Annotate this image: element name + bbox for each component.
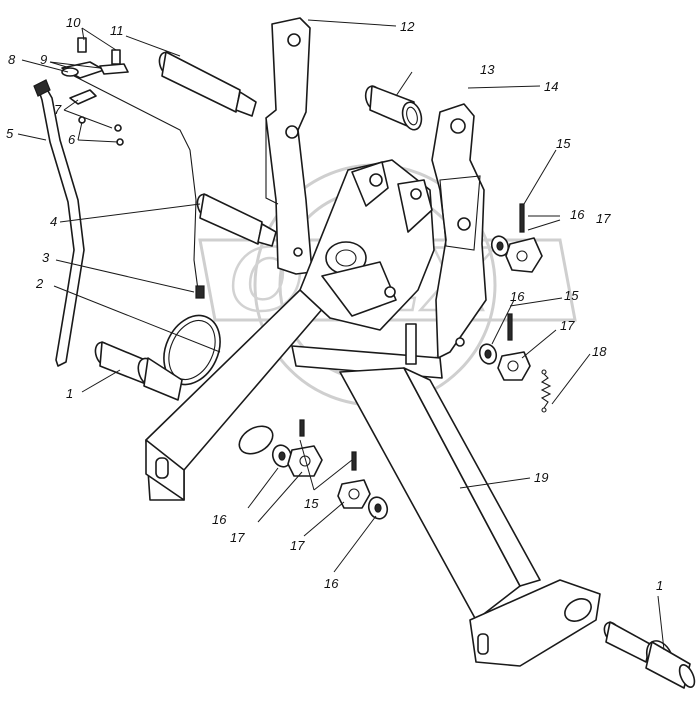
callout-2: 2	[35, 276, 44, 291]
part-rod	[33, 79, 85, 367]
callout-labels: 1 1 2 3 4 5 6 7 8 9 10 11 12 13 14 15 15…	[6, 15, 663, 593]
callout-16-left: 16	[212, 512, 227, 527]
callout-19: 19	[534, 470, 548, 485]
callout-13: 13	[480, 62, 495, 77]
callout-17-mid: 17	[560, 318, 575, 333]
callout-16-top: 16	[570, 207, 585, 222]
part-plate-left	[265, 17, 313, 275]
callout-18: 18	[592, 344, 607, 359]
part-pin-right	[603, 621, 696, 689]
callout-15-top: 15	[556, 136, 571, 151]
callout-8: 8	[8, 52, 16, 67]
part-plate-right	[431, 103, 487, 359]
part-washer-nut-upper	[490, 203, 543, 273]
callout-17-top: 17	[596, 211, 611, 226]
part-spring	[540, 369, 552, 413]
callout-14: 14	[544, 79, 558, 94]
callout-6: 6	[68, 132, 76, 147]
callout-16-mid: 16	[510, 289, 525, 304]
callout-15-mid: 15	[564, 288, 579, 303]
callout-11: 11	[110, 23, 124, 38]
part-pin-upper	[158, 51, 257, 117]
part-pin-left	[94, 341, 183, 401]
part-washer-nut-lower	[478, 313, 531, 381]
callout-17-bottom: 17	[290, 538, 305, 553]
part-small-hardware	[61, 37, 199, 291]
callout-4: 4	[50, 214, 57, 229]
callout-16-bottom: 16	[324, 576, 339, 591]
callout-3: 3	[42, 250, 50, 265]
callout-5: 5	[6, 126, 14, 141]
leader-lines	[17, 19, 665, 651]
part-washer-nut-left	[271, 419, 323, 477]
callout-12: 12	[400, 19, 415, 34]
callout-10: 10	[66, 15, 81, 30]
callout-15-low: 15	[304, 496, 319, 511]
callout-1-right: 1	[656, 578, 663, 593]
part-pin-middle	[196, 193, 277, 247]
callout-9: 9	[40, 52, 47, 67]
part-bushing	[364, 85, 423, 131]
callout-17-left: 17	[230, 530, 245, 545]
part-main-frame	[145, 159, 601, 667]
callout-1-left: 1	[66, 386, 73, 401]
part-washer-nut-center	[337, 451, 389, 520]
callout-7: 7	[54, 102, 62, 117]
